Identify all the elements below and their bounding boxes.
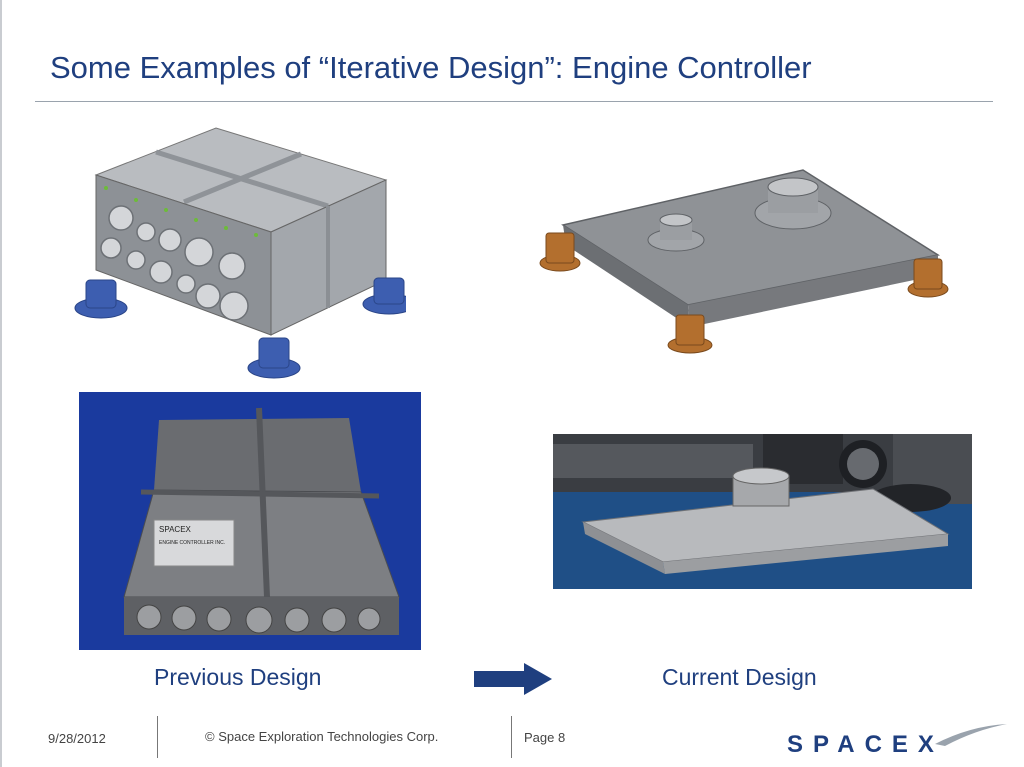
footer-copyright: © Space Exploration Technologies Corp. <box>205 729 439 744</box>
current-design-caption: Current Design <box>662 664 817 690</box>
slide-title: Some Examples of “Iterative Design”: Eng… <box>50 50 812 85</box>
title-divider <box>35 101 993 102</box>
footer-separator-1 <box>157 716 158 758</box>
previous-design-cad-render <box>74 127 406 379</box>
footer-date: 9/28/2012 <box>48 731 106 746</box>
current-design-photo <box>553 434 972 589</box>
right-arrow-icon <box>474 663 552 695</box>
photo-label-logo: SPACEX <box>159 525 192 534</box>
footer-page-number: Page 8 <box>524 730 566 745</box>
spacex-logo: SPACEX <box>787 724 1007 756</box>
previous-design-photo: SPACEX ENGINE CONTROLLER INC. <box>79 392 421 650</box>
previous-design-caption: Previous Design <box>154 664 322 690</box>
slide-left-border <box>0 0 2 767</box>
footer-separator-2 <box>511 716 512 758</box>
photo-label-text: ENGINE CONTROLLER INC. <box>159 540 225 546</box>
current-design-cad-render <box>539 169 949 354</box>
svg-text:SPACEX: SPACEX <box>787 731 944 756</box>
